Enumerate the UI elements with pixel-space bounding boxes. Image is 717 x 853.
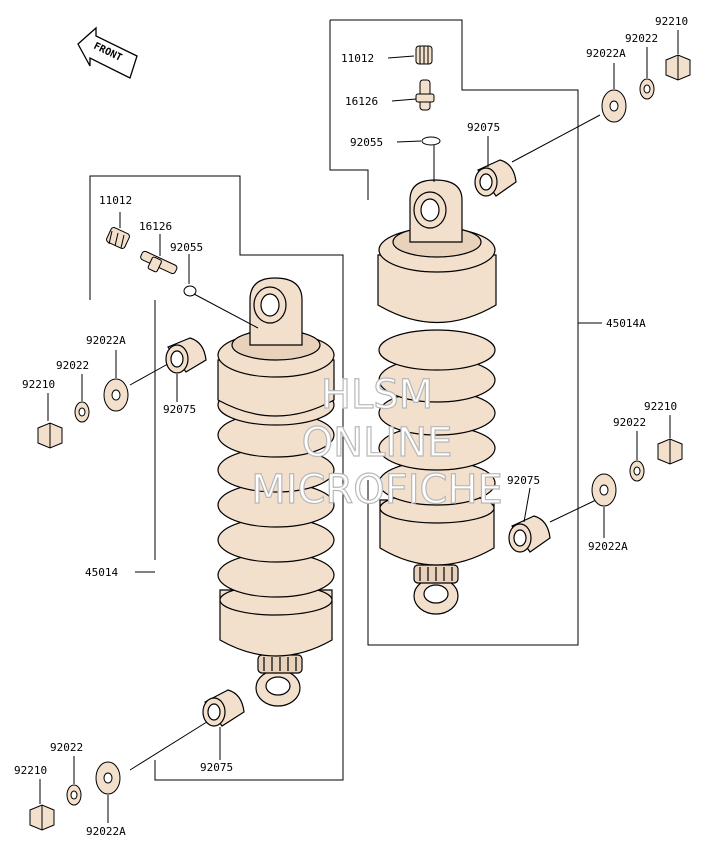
- right-oring-92055: [421, 136, 441, 146]
- right-label-92022A-lower: 92022A: [588, 540, 628, 553]
- right-label-11012: 11012: [341, 52, 374, 65]
- right-upper-bushing-92075: [474, 159, 517, 197]
- right-lower-hardware: [591, 438, 683, 507]
- left-label-92055: 92055: [170, 241, 203, 254]
- right-valve-cap-11012: [415, 45, 433, 65]
- left-shock-absorber: [217, 277, 335, 707]
- right-label-92022A-upper: 92022A: [586, 47, 626, 60]
- left-label-92075-lower: 92075: [200, 761, 233, 774]
- right-label-92075-lower: 92075: [507, 474, 540, 487]
- right-labels: 11012 16126 92055 92075 92022A 92022 922…: [341, 15, 688, 553]
- right-label-92022-lower: 92022: [613, 416, 646, 429]
- watermark-line-1: HLSM: [321, 372, 433, 418]
- left-label-92022A-lower: 92022A: [86, 825, 126, 838]
- left-label-92022-lower: 92022: [50, 741, 83, 754]
- right-assembly-frame: [329, 19, 579, 646]
- left-lower-bushing-92075: [202, 689, 245, 727]
- watermark-line-3: MICROFICHE: [251, 467, 503, 513]
- left-upper-nut-92210: [37, 422, 63, 449]
- left-assembly-frame: [89, 175, 344, 781]
- left-labels: 11012 16126 92055 92022A 92022 92210 920…: [14, 194, 233, 838]
- right-label-92210-lower: 92210: [644, 400, 677, 413]
- left-assembly-label: 45014: [85, 566, 118, 579]
- right-assembly-label: 45014A: [606, 317, 646, 330]
- right-label-16126: 16126: [345, 95, 378, 108]
- left-upper-hardware: [37, 378, 129, 449]
- right-lower-bushing-92075: [508, 515, 551, 553]
- right-leader-lines: [387, 55, 602, 523]
- left-leader-lines: [119, 212, 259, 771]
- label-leader-lines: [39, 30, 679, 823]
- watermark: HLSM ONLINE MICROFICHE: [251, 371, 504, 513]
- left-top-small-parts: [106, 227, 197, 297]
- left-oring-92055: [183, 285, 197, 297]
- misc-leader-lines: [135, 571, 155, 573]
- right-shock-absorber: [377, 179, 497, 615]
- right-lower-nut-92210: [657, 438, 683, 465]
- right-label-92210-upper: 92210: [655, 15, 688, 28]
- left-valve-16126: [140, 250, 178, 275]
- left-label-92022A-upper: 92022A: [86, 334, 126, 347]
- right-valve-16126: [415, 79, 435, 111]
- watermark-line-2: ONLINE: [302, 420, 453, 466]
- left-label-92022-upper: 92022: [56, 359, 89, 372]
- left-upper-bushing-92075: [165, 337, 207, 374]
- left-label-92075-upper: 92075: [163, 403, 196, 416]
- right-label-92075-upper: 92075: [467, 121, 500, 134]
- left-label-92210-lower: 92210: [14, 764, 47, 777]
- front-arrow-icon: FRONT: [77, 26, 138, 79]
- left-label-11012: 11012: [99, 194, 132, 207]
- left-lower-nut-92210: [29, 804, 55, 831]
- right-top-small-parts: [415, 45, 441, 146]
- right-label-92055: 92055: [350, 136, 383, 149]
- left-label-92210-upper: 92210: [22, 378, 55, 391]
- left-label-16126: 16126: [139, 220, 172, 233]
- left-lower-hardware: [29, 761, 121, 831]
- right-upper-hardware: [601, 54, 691, 123]
- right-upper-nut-92210: [665, 54, 691, 81]
- left-valve-cap-11012: [106, 227, 130, 249]
- right-label-92022-upper: 92022: [625, 32, 658, 45]
